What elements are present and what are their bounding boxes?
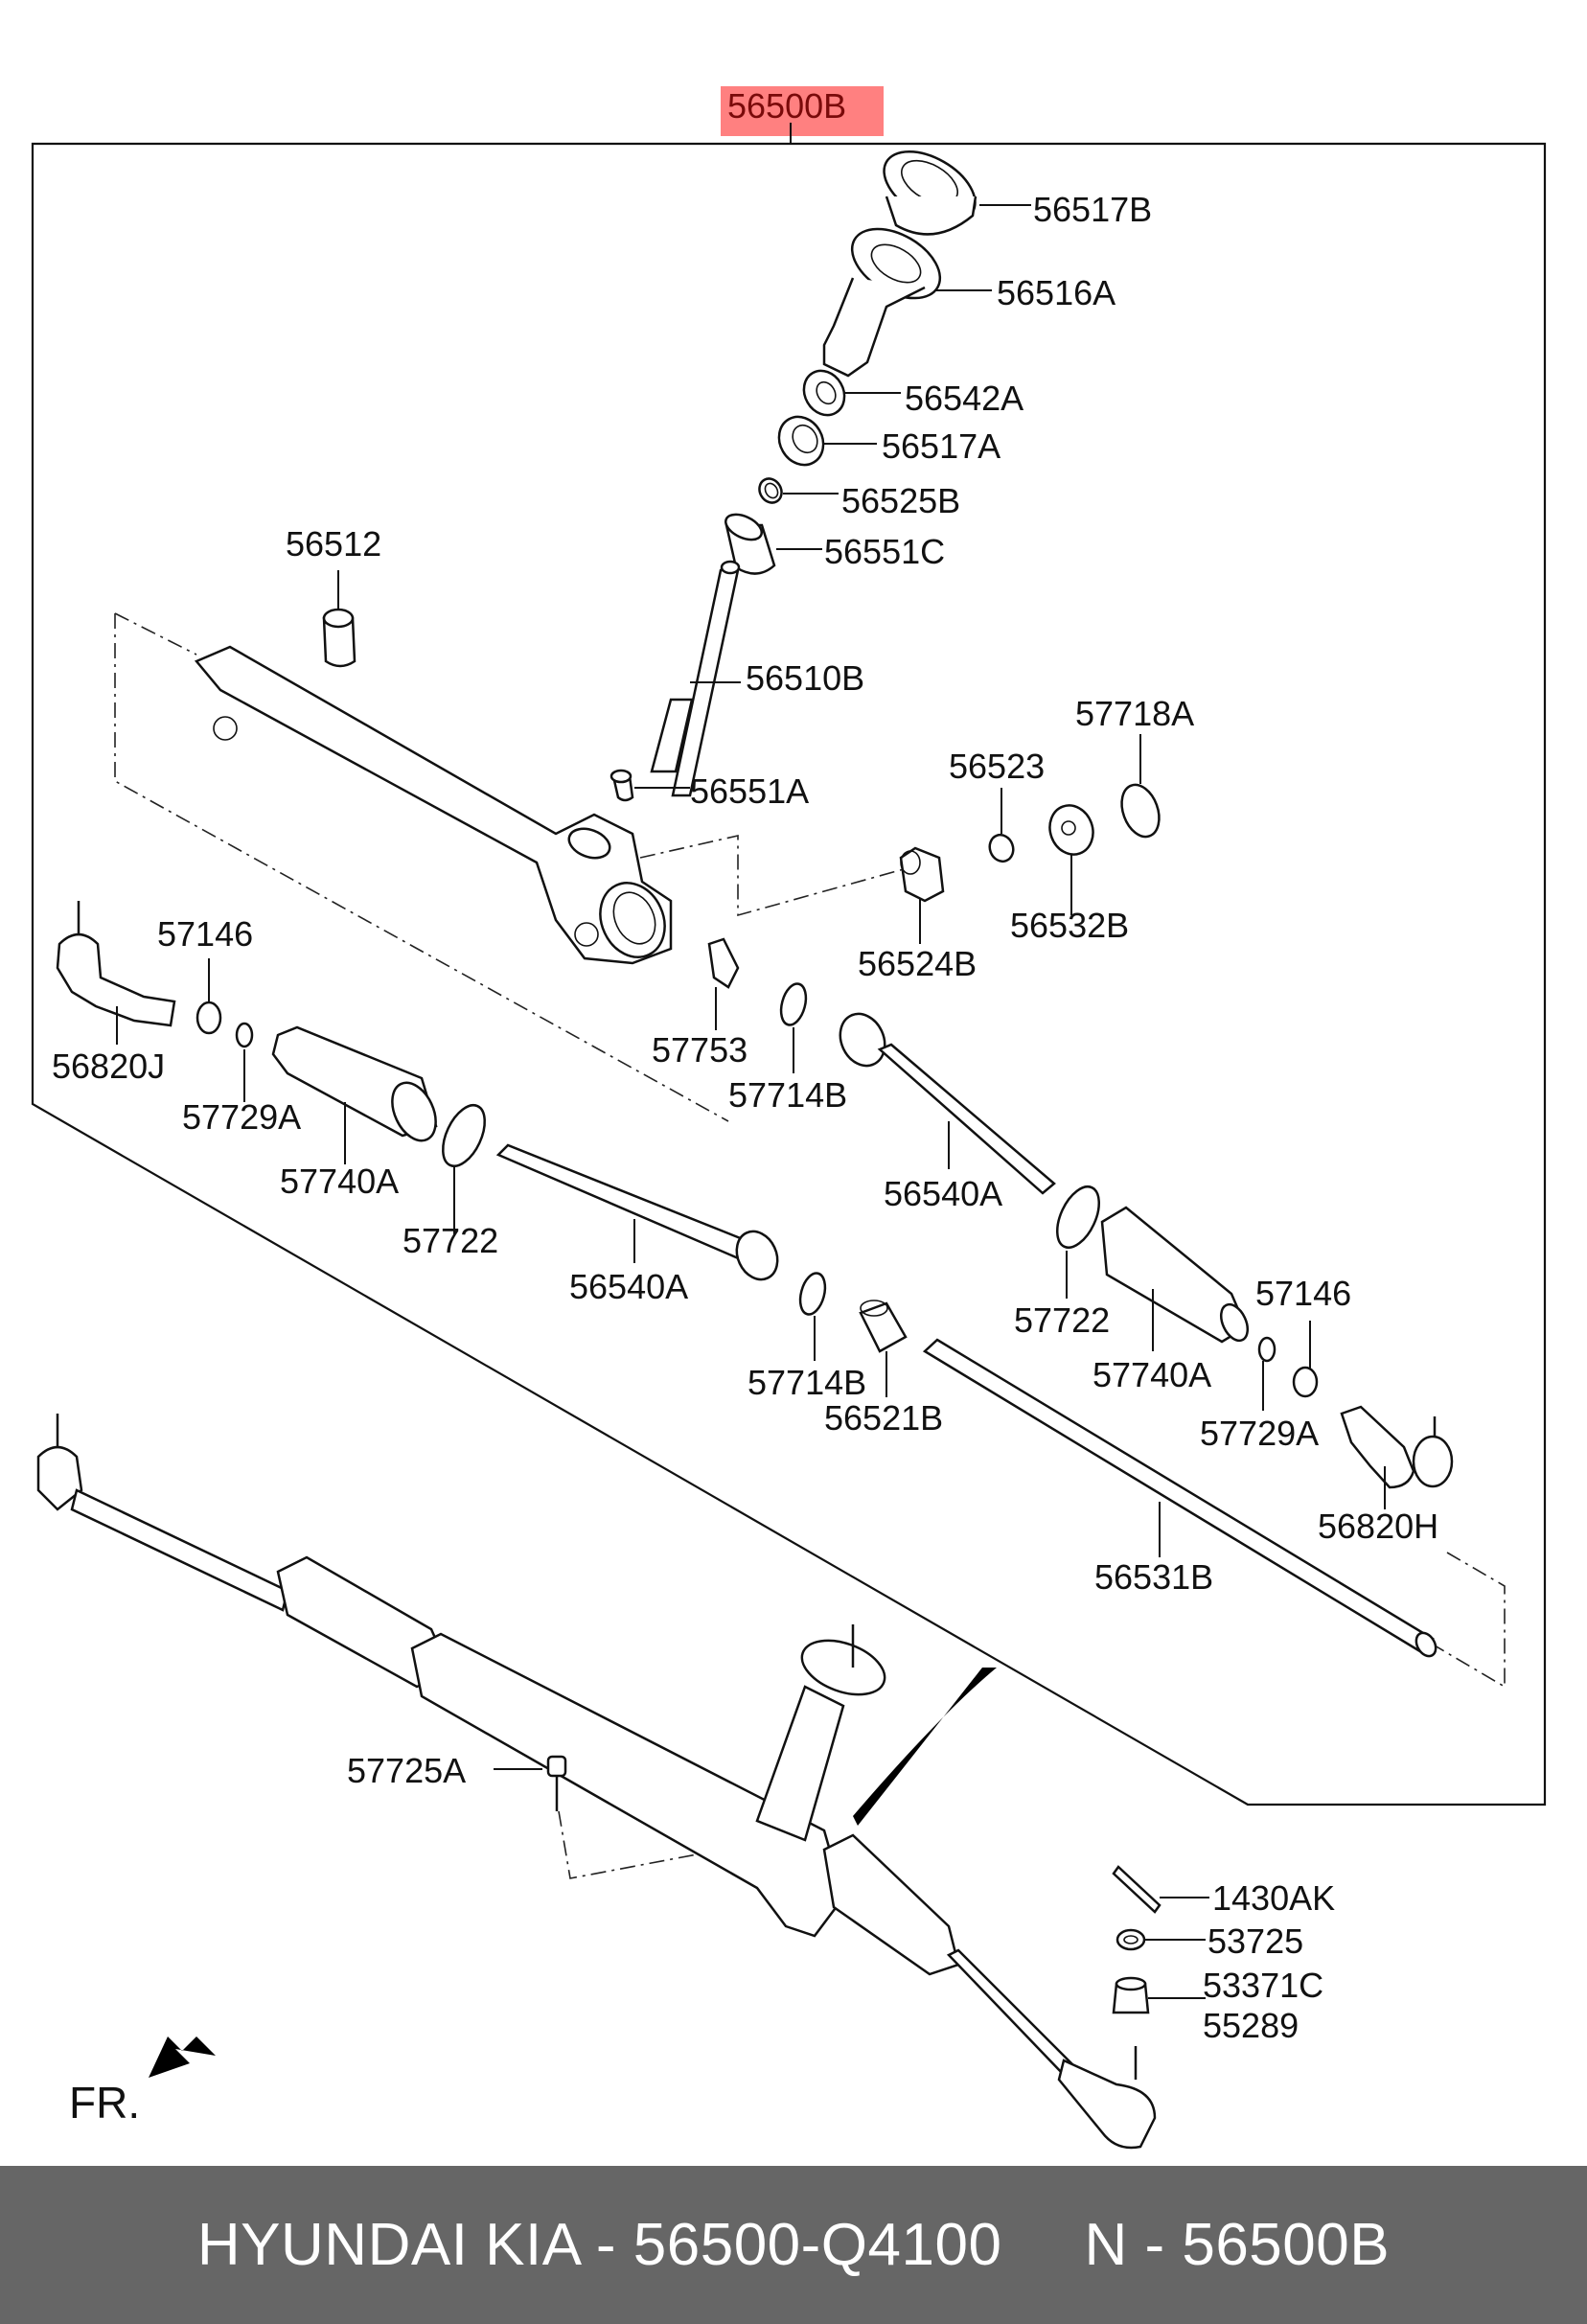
- label-57753[interactable]: 57753: [652, 1030, 748, 1070]
- part-56531B[interactable]: [922, 1338, 1439, 1660]
- label-57740A-right[interactable]: 57740A: [1092, 1355, 1211, 1394]
- footer-bar: HYUNDAI KIA - 56500-Q4100 N - 56500B: [0, 2166, 1587, 2324]
- assembly-label-highlight: [721, 86, 884, 136]
- part-57740A-right[interactable]: [1100, 1206, 1253, 1351]
- part-56540A-left[interactable]: [495, 1143, 785, 1286]
- label-56521B[interactable]: 56521B: [824, 1398, 943, 1438]
- label-56524B[interactable]: 56524B: [858, 944, 977, 983]
- part-56820J[interactable]: [56, 901, 176, 1045]
- assembled-steering-gear: [36, 1414, 1157, 2150]
- reference-line-pinion: [639, 834, 911, 917]
- reference-line-bolt: [558, 1810, 748, 1879]
- part-56516A[interactable]: [822, 215, 992, 378]
- label-57714B-lower[interactable]: 57714B: [748, 1363, 866, 1402]
- label-56525B[interactable]: 56525B: [841, 481, 960, 520]
- label-56517B[interactable]: 56517B: [1033, 190, 1152, 229]
- reference-line-housing-top: [114, 612, 197, 656]
- part-56542A[interactable]: [796, 363, 901, 423]
- label-56540A-right[interactable]: 56540A: [884, 1174, 1002, 1213]
- part-56523[interactable]: [986, 788, 1017, 864]
- label-57725A[interactable]: 57725A: [347, 1751, 466, 1790]
- label-56820J[interactable]: 56820J: [52, 1047, 165, 1086]
- part-57725A[interactable]: [494, 1755, 567, 1811]
- part-56525B[interactable]: [755, 474, 839, 507]
- gear-housing-upper: [194, 645, 673, 965]
- part-57753[interactable]: [707, 937, 740, 1030]
- label-57729A-right[interactable]: 57729A: [1200, 1414, 1319, 1453]
- reference-line-rack: [1422, 1552, 1506, 1689]
- part-57740A-left[interactable]: [271, 1025, 445, 1164]
- label-56551A[interactable]: 56551A: [690, 771, 809, 811]
- part-53371C[interactable]: [1112, 1976, 1206, 2014]
- front-direction-arrow-icon: [149, 2036, 216, 2078]
- assembly-frame: [31, 142, 1547, 1806]
- part-1430AK[interactable]: [1112, 1865, 1209, 1914]
- part-56551A[interactable]: [610, 769, 690, 802]
- part-56820H[interactable]: [1340, 1405, 1454, 1509]
- assembly-label[interactable]: 56500B: [727, 86, 846, 126]
- label-57146-right[interactable]: 57146: [1255, 1274, 1351, 1313]
- part-56551C[interactable]: [722, 510, 822, 575]
- label-56542A[interactable]: 56542A: [905, 379, 1024, 418]
- label-56523[interactable]: 56523: [949, 747, 1045, 786]
- label-56531B[interactable]: 56531B: [1094, 1557, 1213, 1597]
- label-56512[interactable]: 56512: [286, 524, 381, 564]
- part-57729A-left[interactable]: [235, 1022, 254, 1102]
- label-56510B[interactable]: 56510B: [746, 658, 864, 698]
- label-56820H[interactable]: 56820H: [1318, 1507, 1438, 1546]
- part-56517A[interactable]: [770, 408, 877, 472]
- label-56532B[interactable]: 56532B: [1010, 906, 1129, 945]
- label-55289[interactable]: 55289: [1203, 2006, 1299, 2045]
- label-57722-left[interactable]: 57722: [402, 1221, 498, 1260]
- reference-line-housing: [114, 613, 729, 1122]
- label-57729A-left[interactable]: 57729A: [182, 1097, 301, 1137]
- label-57714B-upper[interactable]: 57714B: [728, 1075, 847, 1115]
- label-56517A[interactable]: 56517A: [882, 426, 1000, 466]
- label-53725[interactable]: 53725: [1208, 1921, 1303, 1961]
- reference-code-text: N - 56500B: [1084, 2212, 1391, 2278]
- label-56551C[interactable]: 56551C: [824, 532, 945, 571]
- part-57722-right[interactable]: [1048, 1181, 1107, 1299]
- part-57146-left[interactable]: [196, 958, 222, 1035]
- label-56516A[interactable]: 56516A: [997, 273, 1116, 312]
- part-57722-left[interactable]: [434, 1099, 493, 1236]
- part-number-text: HYUNDAI KIA - 56500-Q4100: [196, 2212, 1002, 2278]
- part-56521B[interactable]: [859, 1300, 908, 1397]
- label-53371C[interactable]: 53371C: [1203, 1966, 1323, 2005]
- part-56532B[interactable]: [1043, 799, 1099, 915]
- part-57714B-upper[interactable]: [777, 981, 811, 1073]
- label-57722-right[interactable]: 57722: [1014, 1300, 1110, 1340]
- part-56517B[interactable]: [872, 137, 1031, 237]
- part-56512[interactable]: [322, 570, 356, 668]
- label-57740A-left[interactable]: 57740A: [280, 1162, 399, 1201]
- orientation-label: FR.: [69, 2078, 140, 2128]
- part-57714B-lower[interactable]: [796, 1271, 830, 1361]
- part-53725[interactable]: [1116, 1928, 1206, 1951]
- part-56524B[interactable]: [899, 846, 945, 944]
- parts-diagram: 56500B 56517B 56516A 56542A 56517A: [31, 86, 1547, 2150]
- part-56540A-right[interactable]: [832, 1006, 1056, 1195]
- part-57146-right[interactable]: [1292, 1321, 1319, 1398]
- part-56510B[interactable]: [650, 560, 741, 797]
- label-1430AK[interactable]: 1430AK: [1212, 1878, 1335, 1918]
- label-56540A-left[interactable]: 56540A: [569, 1267, 688, 1306]
- part-57718A[interactable]: [1116, 734, 1166, 841]
- label-57146-left[interactable]: 57146: [157, 914, 253, 954]
- direction-wedge: [853, 1668, 997, 1826]
- label-57718A[interactable]: 57718A: [1075, 694, 1194, 733]
- part-57729A-right[interactable]: [1257, 1336, 1276, 1411]
